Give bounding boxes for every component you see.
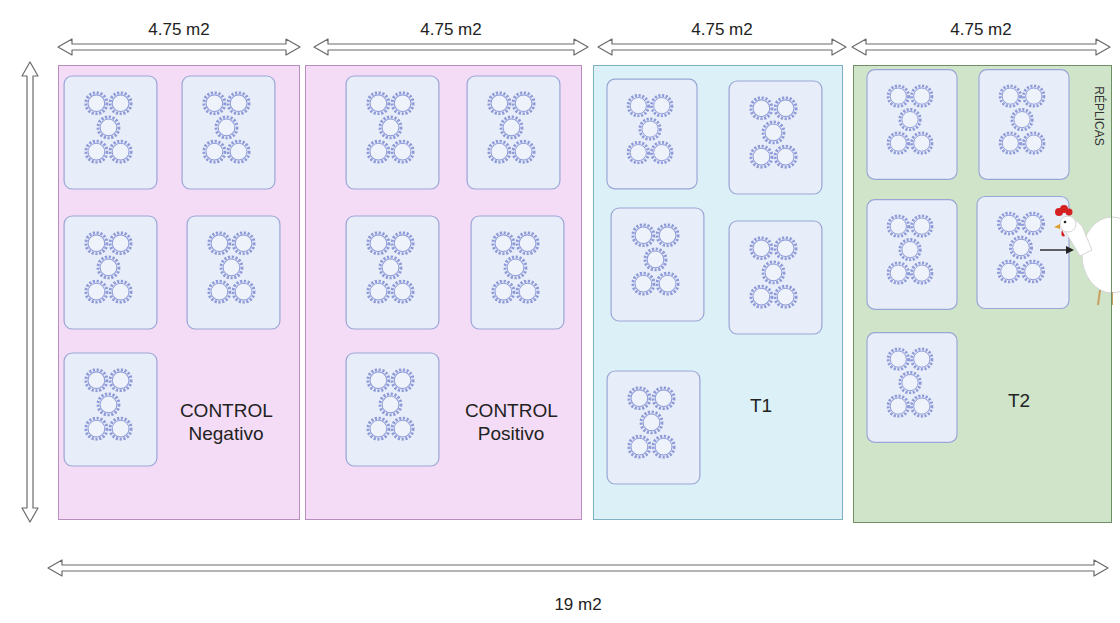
treatment-panel: CONTROL Positivo (305, 65, 582, 520)
replicate-box (607, 371, 700, 484)
replicate-box (977, 197, 1069, 309)
treatment-panel: T2 (853, 65, 1112, 523)
dimension-label: 19 m2 (554, 595, 601, 615)
dimension-arrow (598, 39, 846, 55)
replicate-box (346, 216, 439, 329)
replicate-box (729, 221, 822, 334)
dimension-label: 4.75 m2 (950, 20, 1011, 40)
dimension-label: 4.75 m2 (420, 20, 481, 40)
replicate-box (346, 76, 439, 189)
replicate-box (611, 208, 704, 321)
dimension-label: 4.75 m2 (148, 20, 209, 40)
replicate-box (64, 76, 157, 189)
replicate-box (729, 81, 822, 194)
dimension-label: 4.75 m2 (691, 20, 752, 40)
replicate-box (64, 353, 157, 466)
panel-label: CONTROL Negativo (180, 400, 272, 446)
replicates-label: RÉPLICAS (1092, 86, 1106, 145)
replicate-box (867, 70, 957, 180)
panel-label: T2 (1008, 390, 1030, 413)
replicate-box (467, 76, 560, 189)
replicate-box (867, 200, 957, 310)
panel-ground (853, 65, 1112, 523)
pointer-arrow (1040, 246, 1074, 254)
treatment-panel: T1 (593, 65, 843, 520)
panel-ground (593, 65, 843, 520)
dimension-arrow (852, 39, 1110, 55)
dimension-arrow (58, 39, 300, 55)
replicate-box (471, 216, 564, 329)
replicate-box (867, 333, 957, 443)
dimension-arrow (22, 62, 38, 522)
treatment-panel: CONTROL Negativo (58, 65, 300, 520)
panel-label: CONTROL Positivo (465, 400, 557, 446)
replicate-box (979, 70, 1069, 180)
dimension-arrow (314, 39, 588, 55)
panel-label: T1 (750, 395, 772, 418)
replicate-box (187, 216, 280, 329)
panel-ground (305, 65, 582, 520)
panel-ground (58, 65, 300, 520)
replicate-box (346, 353, 439, 466)
replicate-box (64, 216, 157, 329)
chicken-illustration (1054, 205, 1120, 305)
replicate-box (607, 79, 697, 189)
dimension-arrow (48, 560, 1108, 576)
replicate-box (182, 76, 275, 189)
